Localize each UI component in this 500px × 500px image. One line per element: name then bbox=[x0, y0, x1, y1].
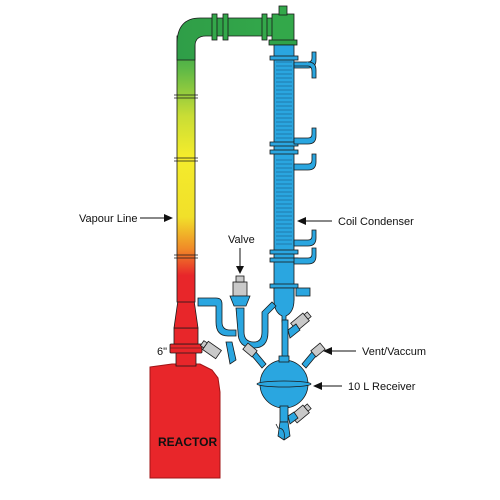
reactor-label: REACTOR bbox=[158, 435, 217, 449]
vent-side-arm bbox=[197, 297, 237, 337]
receiver-label: 10 L Receiver bbox=[348, 381, 416, 393]
reactor-neck bbox=[175, 351, 197, 367]
reactor-flange bbox=[169, 343, 203, 354]
size-label: 6" bbox=[157, 346, 167, 358]
condenser-bottom bbox=[273, 287, 295, 323]
vent-vaccum-label: Vent/Vaccum bbox=[362, 346, 426, 358]
u-tube bbox=[235, 301, 277, 349]
left-sample-valve bbox=[199, 340, 222, 360]
reactor-vessel bbox=[149, 363, 221, 479]
vapour-top-elbow bbox=[176, 17, 283, 61]
coolant-nozzles bbox=[293, 51, 317, 265]
valve-body bbox=[232, 281, 248, 297]
vapour-line-pipe bbox=[176, 35, 196, 303]
valve-label: Valve bbox=[228, 234, 255, 246]
vapour-line-label: Vapour Line bbox=[79, 213, 138, 225]
coil-condenser-label: Coil Condenser bbox=[338, 216, 414, 228]
condenser-top-cap bbox=[271, 13, 295, 45]
